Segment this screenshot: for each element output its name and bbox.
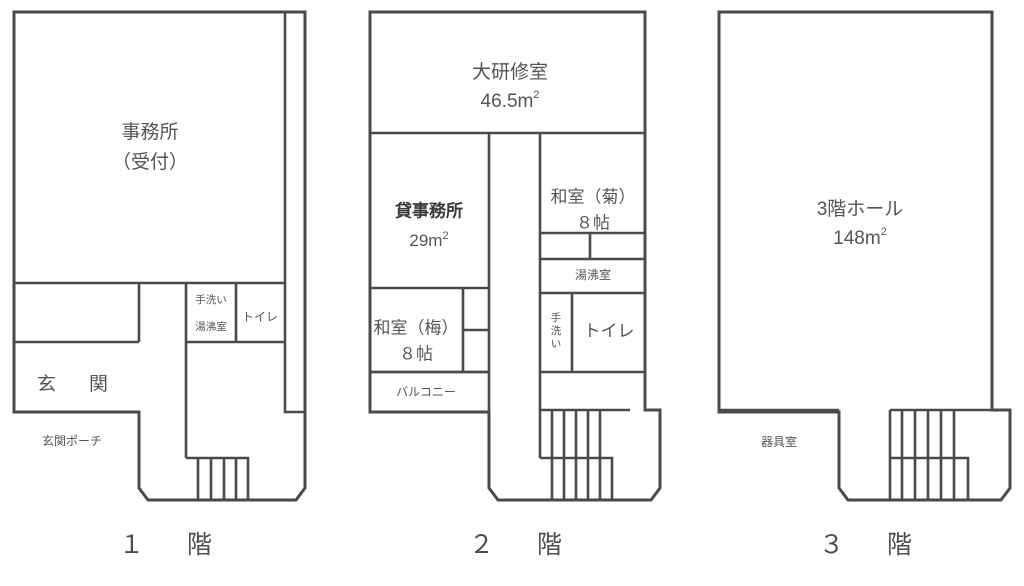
- stair-landing-1f: [186, 456, 250, 500]
- label-ume-line1: 和室（梅）: [374, 318, 459, 337]
- label-third-floor-hall-area: 148m: [833, 228, 881, 249]
- label-third-floor-hall-line2: 148m2: [833, 226, 887, 249]
- label-kitchenette-2f: 湯沸室: [575, 267, 611, 282]
- floor-1-drawing: 事務所 （受付） 玄 関 玄関ポーチ 手洗い 湯沸室 トイレ: [12, 10, 307, 502]
- floor-plan-1f: 事務所 （受付） 玄 関 玄関ポーチ 手洗い 湯沸室 トイレ １ 階: [0, 0, 340, 586]
- label-washbasin-1f: 手洗い: [195, 293, 227, 306]
- label-balcony: バルコニー: [396, 385, 456, 399]
- floor-2-outline: [368, 10, 662, 502]
- label-training-room-line1: 大研修室: [472, 61, 548, 83]
- label-washbasin-2f: 手洗い: [551, 311, 562, 350]
- right-corridor-wall-lower: [283, 283, 305, 414]
- label-entrance-hall: 玄 関: [37, 373, 115, 395]
- label-kiku-line2: ８帖: [576, 213, 610, 232]
- floor-1-outline: [12, 10, 307, 502]
- label-rental-office-line1: 貸事務所: [394, 200, 463, 220]
- floor-plan-3f: 3階ホール 148m2 器具室 ３ 階: [700, 0, 1024, 586]
- floor-3-caption: ３ 階: [818, 531, 921, 559]
- label-kitchenette-1f: 湯沸室: [195, 320, 227, 333]
- label-training-room-area: 46.5m: [481, 91, 534, 112]
- label-entrance-porch: 玄関ポーチ: [42, 433, 102, 448]
- label-rental-office-sup: 2: [442, 230, 448, 242]
- label-office-reception-line1: 事務所: [121, 121, 178, 143]
- label-third-floor-hall-line1: 3階ホール: [817, 198, 904, 220]
- label-kiku-line1: 和室（菊）: [551, 187, 636, 206]
- stair-treads-2f: [550, 410, 602, 500]
- label-training-room-line2: 46.5m2: [481, 89, 540, 112]
- label-equipment-room: 器具室: [761, 434, 797, 449]
- label-rental-office-area: 29m: [409, 231, 442, 250]
- label-ume-line2: ８帖: [399, 344, 433, 363]
- label-rental-office-line2: 29m2: [409, 230, 448, 251]
- stair-treads-3f: [888, 410, 956, 500]
- floor-2-drawing: 大研修室 46.5m2 貸事務所 29m2 和室（菊） ８帖 和室（梅） ８帖 …: [368, 10, 662, 502]
- floor-3-outline: [717, 10, 1012, 502]
- label-toilet-2f: トイレ: [584, 321, 635, 340]
- label-office-reception-line2: （受付）: [112, 151, 188, 173]
- floor-1-caption: １ 階: [118, 531, 221, 559]
- floor-3-drawing: 3階ホール 148m2 器具室: [717, 10, 1012, 502]
- label-training-room-sup: 2: [533, 89, 539, 101]
- floor-2-caption: ２ 階: [468, 531, 571, 559]
- stair-treads-1f: [196, 458, 238, 500]
- label-toilet-1f: トイレ: [242, 310, 278, 324]
- floor-plan-2f: 大研修室 46.5m2 貸事務所 29m2 和室（菊） ８帖 和室（梅） ８帖 …: [350, 0, 690, 586]
- label-third-floor-hall-sup: 2: [881, 226, 887, 238]
